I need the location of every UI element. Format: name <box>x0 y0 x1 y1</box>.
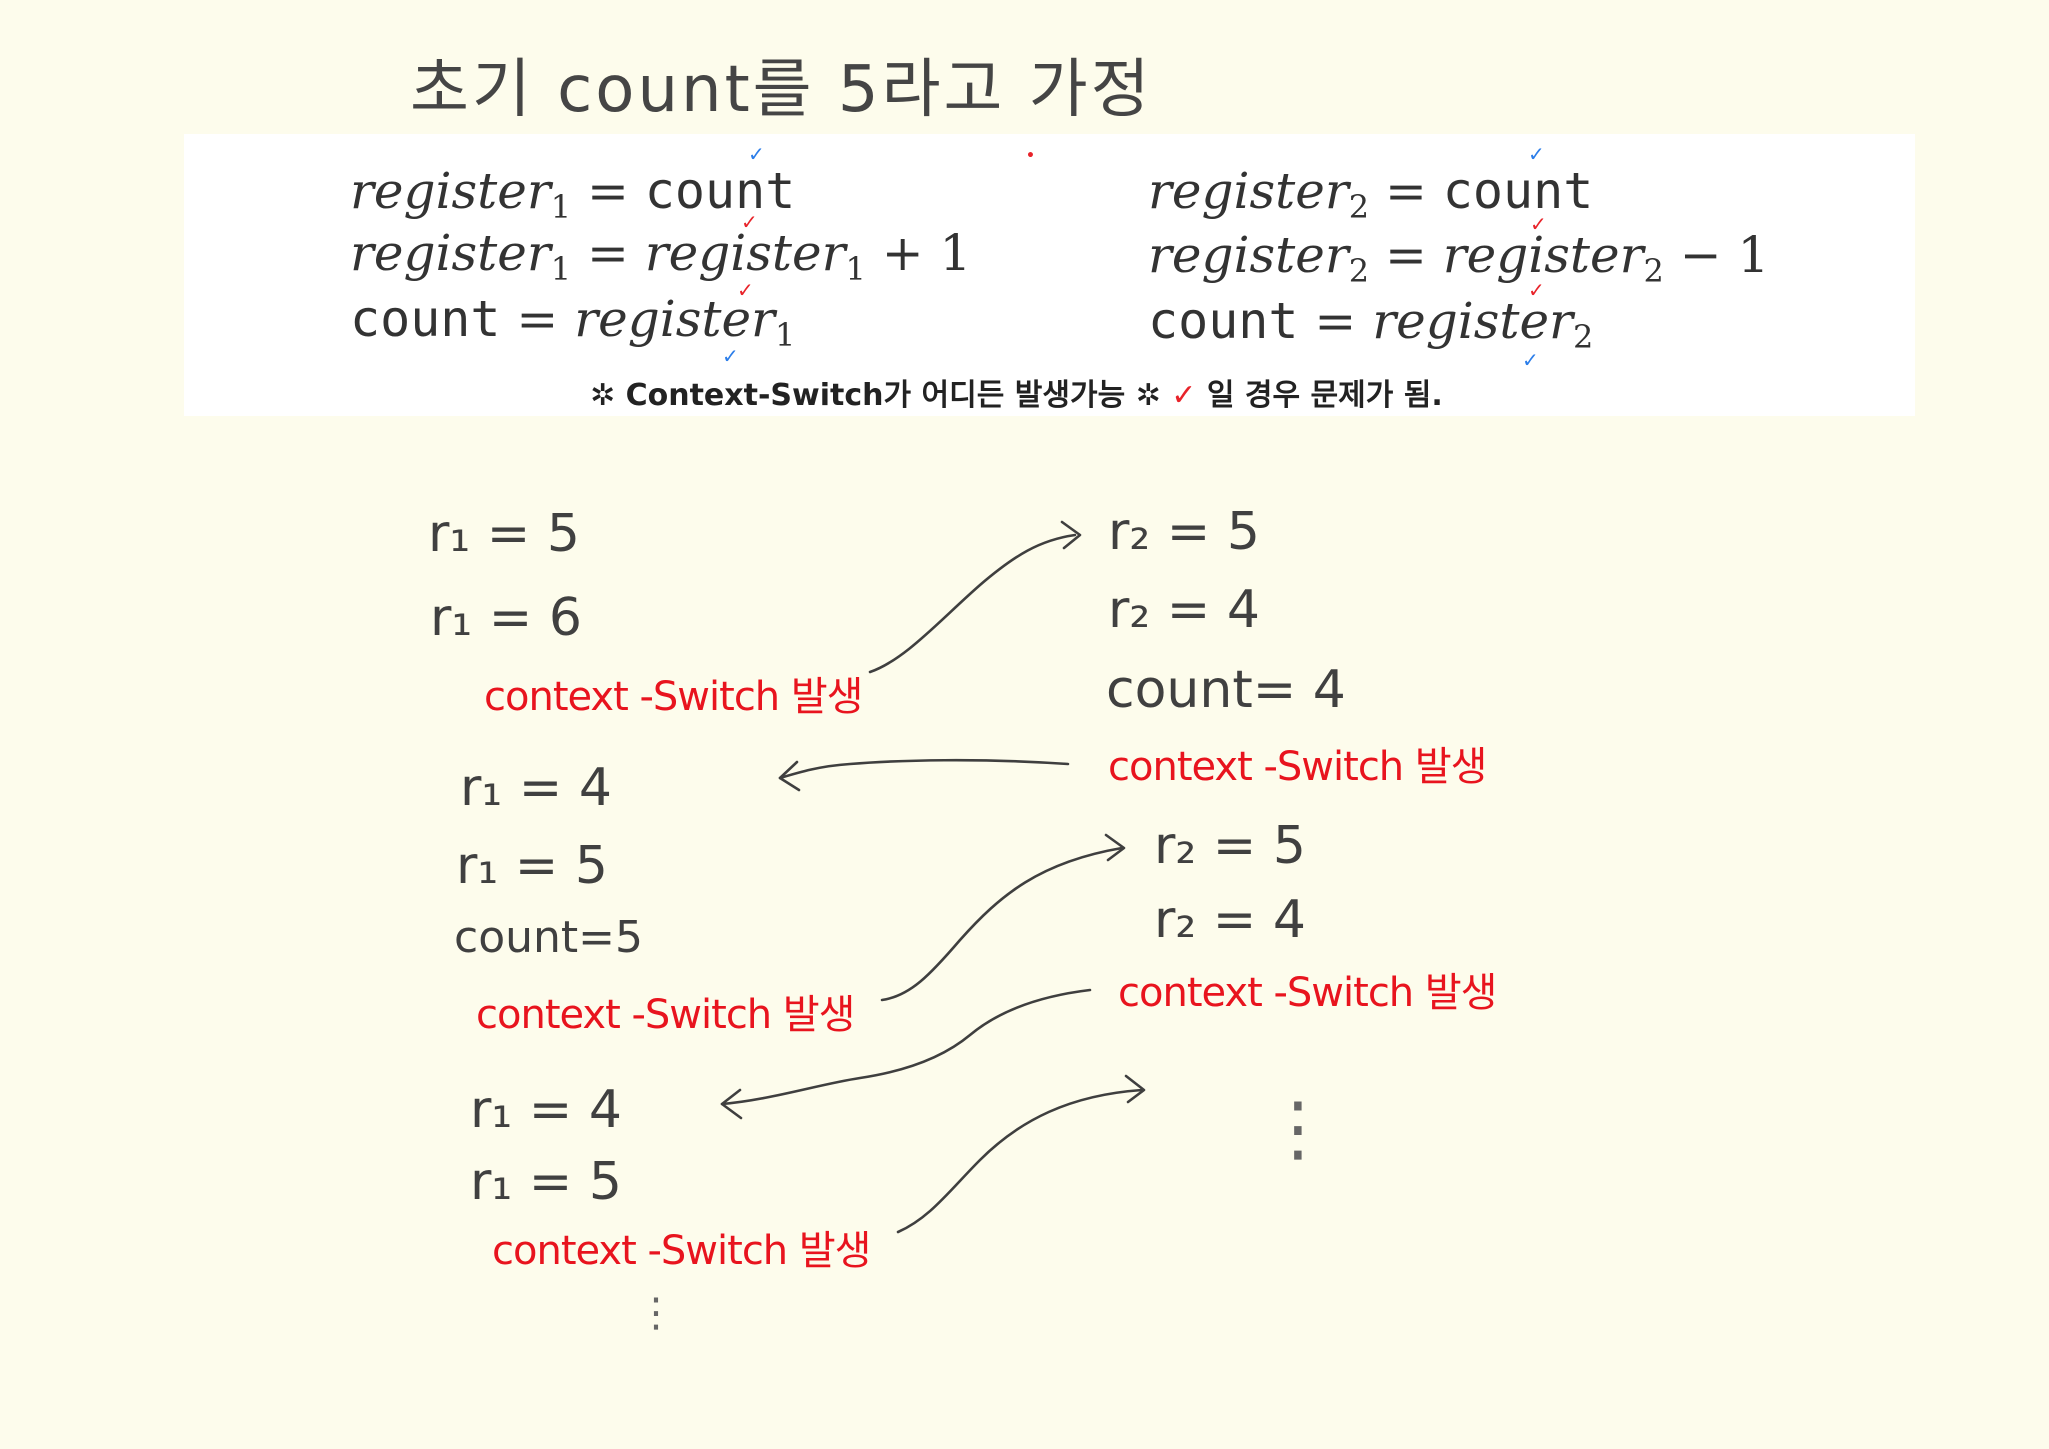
check-mark-icon: ✓ <box>748 142 765 166</box>
arrowhead <box>1104 833 1126 862</box>
p2-ellipsis: ⋮ <box>1262 1086 1334 1170</box>
p1-step: count=5 <box>454 912 643 963</box>
context-switch-label: context -Switch 발생 <box>484 674 863 720</box>
code-panel <box>184 134 1915 416</box>
context-switch-label: context -Switch 발생 <box>1108 744 1487 790</box>
check-mark-icon: ✓ <box>1171 378 1197 413</box>
context-switch-label: context -Switch 발생 <box>492 1228 871 1274</box>
p1-step: r₁ = 5 <box>470 1152 622 1212</box>
p2-step: r₂ = 4 <box>1154 890 1306 950</box>
check-mark-icon: ✓ <box>1528 142 1545 166</box>
context-switch-note: ✲ Context-Switch가 어디든 발생가능 ✲ ✓ 일 경우 문제가 … <box>590 378 1443 413</box>
p1-step: r₁ = 4 <box>470 1080 622 1140</box>
code-left-line-1: register1 = count <box>350 162 796 226</box>
code-right-line-3: count = register2 <box>1148 292 1594 356</box>
context-switch-label: context -Switch 발생 <box>476 992 855 1038</box>
arrowhead <box>1124 1074 1146 1104</box>
arrowhead <box>1060 520 1082 550</box>
arrow-to-p2 <box>880 846 1124 1002</box>
dot-mark: • <box>1026 148 1035 164</box>
code-right-line-1: register2 = count <box>1148 162 1594 226</box>
p1-step: r₁ = 6 <box>430 588 582 648</box>
arrow-to-p1 <box>720 988 1092 1106</box>
p1-step: r₁ = 5 <box>456 836 608 896</box>
check-mark-icon: ✓ <box>1522 348 1539 372</box>
code-right-line-2: register2 = register2 − 1 <box>1148 226 1770 290</box>
check-mark-icon: ✓ <box>741 210 758 234</box>
arrow-to-p1 <box>778 758 1070 780</box>
code-left-line-2: register1 = register1 + 1 <box>350 224 972 288</box>
p2-step: r₂ = 5 <box>1108 502 1260 562</box>
p2-step: r₂ = 4 <box>1108 580 1260 640</box>
check-mark-icon: ✓ <box>737 278 754 302</box>
p1-step: r₁ = 4 <box>460 758 612 818</box>
page-title: 초기 count를 5라고 가정 <box>410 53 1153 127</box>
arrow-to-p2 <box>868 533 1077 674</box>
code-left-line-3: count = register1 <box>350 290 796 354</box>
check-mark-icon: ✓ <box>1528 278 1545 302</box>
arrowhead <box>778 760 801 792</box>
check-mark-icon: ✓ <box>722 344 739 368</box>
p2-step: r₂ = 5 <box>1154 816 1306 876</box>
p2-step: count= 4 <box>1106 660 1346 720</box>
p1-step: r₁ = 5 <box>428 504 580 564</box>
arrowhead <box>720 1088 743 1120</box>
context-switch-label: context -Switch 발생 <box>1118 970 1497 1016</box>
check-mark-icon: ✓ <box>1530 212 1547 236</box>
p1-ellipsis: ⋮ <box>636 1290 676 1336</box>
arrow-to-p2 <box>896 1088 1144 1234</box>
